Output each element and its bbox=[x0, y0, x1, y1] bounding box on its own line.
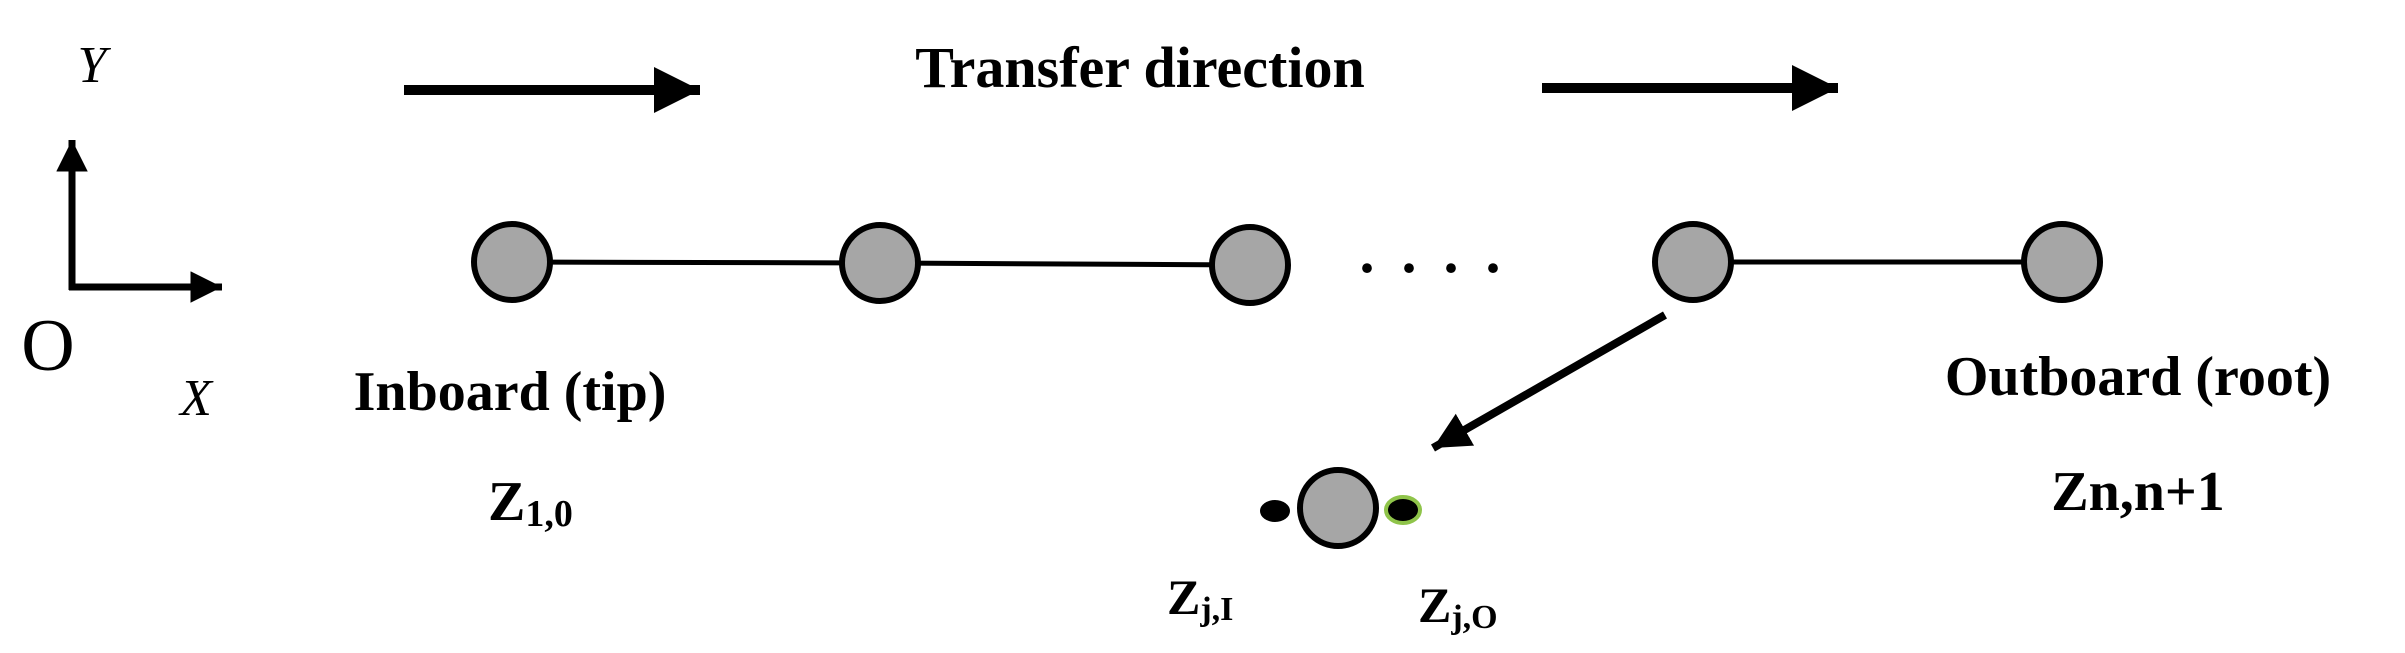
node-j bbox=[1652, 221, 1734, 303]
detail-arrow bbox=[1431, 311, 1667, 452]
z-out-sub: j,O bbox=[1450, 599, 1497, 636]
y-axis-label: Y bbox=[78, 37, 112, 94]
origin-label: O bbox=[21, 305, 74, 387]
z-first-main: Z bbox=[488, 471, 525, 533]
node-3 bbox=[1209, 224, 1291, 306]
z-first-sub: 1,0 bbox=[525, 493, 573, 535]
z-out-label: Zj,O bbox=[1418, 577, 1498, 636]
inboard-label: Inboard (tip) bbox=[354, 361, 667, 423]
input-point bbox=[1260, 500, 1290, 522]
ellipsis-dots: . . . . bbox=[1360, 219, 1507, 285]
output-point bbox=[1384, 495, 1422, 525]
transfer-direction-title: Transfer direction bbox=[915, 35, 1364, 100]
z-out-main: Z bbox=[1418, 577, 1451, 633]
chain-link-2 bbox=[879, 260, 1251, 268]
z-in-main: Z bbox=[1167, 569, 1200, 625]
x-axis-label: X bbox=[178, 370, 214, 427]
node-detail bbox=[1260, 467, 1422, 549]
z-in-label: Zj,I bbox=[1167, 569, 1233, 628]
node-n bbox=[2021, 221, 2103, 303]
coordinate-axes: Y O X bbox=[21, 37, 222, 427]
node-2 bbox=[839, 222, 921, 304]
node-chain: . . . . bbox=[471, 219, 2103, 306]
chain-link-1 bbox=[511, 259, 881, 266]
node-1 bbox=[471, 221, 553, 303]
z-first-label: Z1,0 bbox=[488, 471, 573, 535]
outboard-label: Outboard (root) bbox=[1945, 346, 2331, 408]
node-j-detail bbox=[1297, 467, 1379, 549]
z-last-label: Zn,n+1 bbox=[2051, 461, 2225, 523]
z-in-sub: j,I bbox=[1199, 591, 1233, 628]
transfer-direction: Transfer direction bbox=[404, 35, 1838, 113]
